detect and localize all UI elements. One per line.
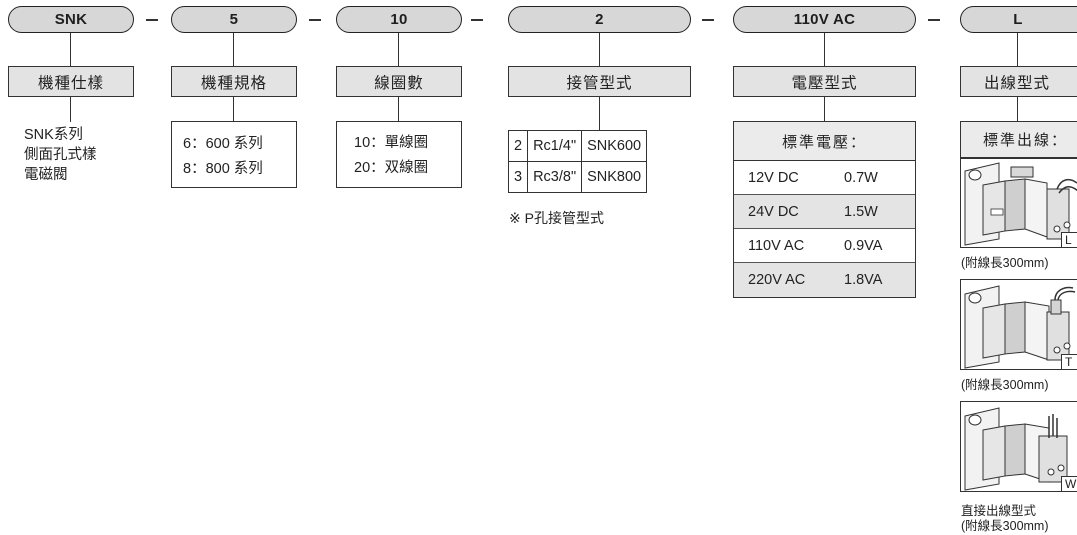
table-cell: SNK800: [581, 161, 648, 193]
voltage-value: 220V AC: [748, 272, 806, 288]
list-item: 6：600 系列: [183, 136, 263, 152]
description-line: SNK系列: [24, 127, 83, 143]
table-row: 3 Rc3/8" SNK800: [507, 161, 648, 193]
table-row: 12V DC 0.7W: [734, 161, 915, 195]
connector-line: [1017, 33, 1019, 66]
connector-line: [599, 33, 601, 66]
table-row: 220V AC 1.8VA: [734, 263, 915, 297]
wire-type-code: L: [1061, 232, 1077, 247]
connector-line: [398, 97, 400, 121]
power-value: 0.7W: [844, 169, 878, 186]
separator-dash: [309, 19, 321, 21]
separator-dash: [471, 19, 483, 21]
connector-line: [70, 33, 72, 66]
category-model-size: 機種規格: [171, 66, 297, 97]
code-pill-pipe: 2: [508, 6, 691, 33]
table-row: 24V DC 1.5W: [734, 195, 915, 229]
pipe-type-table: 2 Rc1/4" SNK600 3 Rc3/8" SNK800: [507, 130, 648, 193]
wire-type-code: W: [1061, 476, 1077, 491]
wire-type-caption: (附線長300mm): [961, 256, 1049, 270]
wire-type-code: T: [1061, 354, 1077, 369]
connector-line: [1017, 97, 1019, 121]
description-line: 電磁閥: [24, 167, 68, 183]
connector-line: [233, 33, 235, 66]
wire-type-caption: 直接出線型式: [961, 504, 1037, 518]
wire-type-header: 標準出線：: [960, 121, 1077, 158]
voltage-value: 110V AC: [748, 237, 805, 254]
table-cell: 3: [507, 161, 529, 193]
power-value: 1.5W: [844, 203, 878, 220]
solenoid-valve-illustration: [961, 159, 1077, 247]
wire-type-caption: (附線長300mm): [961, 378, 1049, 392]
code-pill-voltage: 110V AC: [733, 6, 916, 33]
table-cell: 2: [507, 130, 529, 162]
wire-type-w-image: W: [960, 401, 1077, 492]
connector-line: [824, 33, 826, 66]
connector-line: [398, 33, 400, 66]
coil-count-list: 10：單線圈 20：双線圈: [336, 121, 462, 188]
list-item: 10：單線圈: [354, 135, 429, 151]
model-size-list: 6：600 系列 8：800 系列: [171, 121, 297, 188]
category-model-spec: 機種仕樣: [8, 66, 134, 97]
power-value: 1.8VA: [844, 272, 883, 288]
table-row: 2 Rc1/4" SNK600: [507, 130, 648, 162]
connector-line: [824, 97, 826, 121]
table-cell: SNK600: [581, 130, 648, 162]
table-cell: Rc3/8": [527, 161, 583, 193]
code-pill-series: SNK: [8, 6, 134, 33]
table-row: 110V AC 0.9VA: [734, 229, 915, 263]
solenoid-valve-illustration: [961, 402, 1077, 491]
connector-line: [70, 97, 72, 122]
list-item: 20：双線圈: [354, 160, 429, 176]
list-item: 8：800 系列: [183, 161, 263, 177]
pipe-note: ※ P孔接管型式: [509, 210, 604, 226]
power-value: 0.9VA: [844, 237, 883, 254]
model-spec-description: SNK系列 側面孔式樣 電磁閥: [24, 125, 97, 185]
code-pill-wire: L: [960, 6, 1077, 33]
voltage-value: 24V DC: [748, 203, 799, 220]
separator-dash: [928, 19, 940, 21]
connector-line: [233, 97, 235, 121]
description-line: 側面孔式樣: [24, 147, 97, 163]
code-pill-coil: 10: [336, 6, 462, 33]
wire-type-t-image: T: [960, 279, 1077, 370]
separator-dash: [702, 19, 714, 21]
category-coil-count: 線圈數: [336, 66, 462, 97]
voltage-table-header: 標準電壓：: [734, 122, 915, 161]
category-voltage-type: 電壓型式: [733, 66, 916, 97]
wire-type-l-image: L: [960, 158, 1077, 248]
category-wire-type: 出線型式: [960, 66, 1077, 97]
voltage-value: 12V DC: [748, 169, 799, 186]
wire-type-caption: (附線長300mm): [961, 519, 1049, 533]
voltage-table: 標準電壓： 12V DC 0.7W 24V DC 1.5W 110V AC 0.…: [733, 121, 916, 298]
solenoid-valve-illustration: [961, 280, 1077, 369]
table-cell: Rc1/4": [527, 130, 583, 162]
category-pipe-type: 接管型式: [508, 66, 691, 97]
separator-dash: [146, 19, 158, 21]
connector-line: [599, 97, 601, 130]
code-pill-size: 5: [171, 6, 297, 33]
